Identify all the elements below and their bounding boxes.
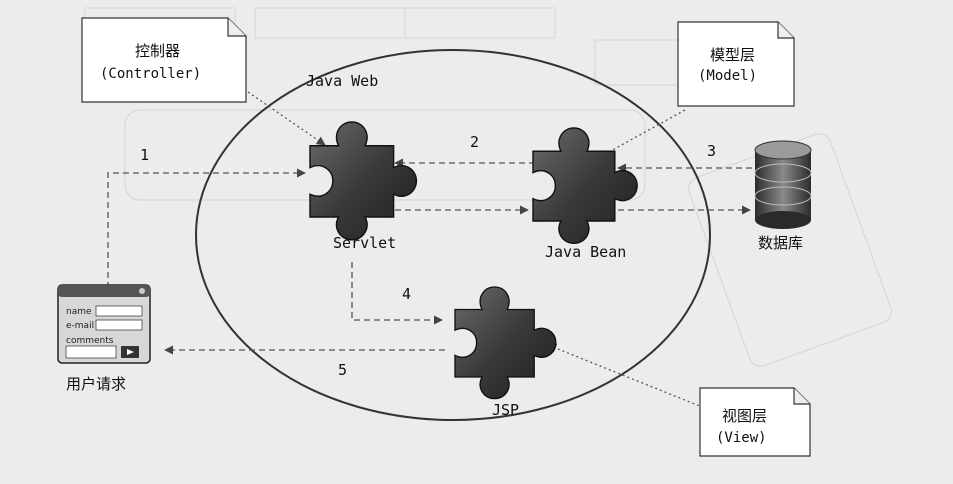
connectors xyxy=(107,91,752,416)
jsp-puzzle-icon xyxy=(454,286,557,400)
flow-4 xyxy=(351,262,443,325)
form-field-email: e-mail xyxy=(66,321,94,331)
javabean-puzzle-icon xyxy=(532,127,638,245)
controller-note-pointer xyxy=(247,91,326,146)
model-note-pointer xyxy=(597,109,686,159)
step-3-label: 3 xyxy=(707,142,716,160)
model-note-title: 模型层 xyxy=(710,46,755,64)
model-note: 模型层 (Model) xyxy=(677,21,795,107)
step-1-label: 1 xyxy=(140,146,149,164)
view-note-title: 视图层 xyxy=(722,407,767,425)
java-web-boundary xyxy=(195,49,711,421)
view-note-pointer xyxy=(547,343,723,416)
form-field-comments: comments xyxy=(66,336,114,346)
servlet-puzzle-icon xyxy=(309,121,418,241)
controller-note-title: 控制器 xyxy=(135,42,180,60)
flow-1 xyxy=(107,168,306,308)
database-icon xyxy=(754,140,812,229)
jsp-label: JSP xyxy=(492,401,519,419)
view-note-subtitle: (View) xyxy=(716,430,767,446)
user-request-label: 用户请求 xyxy=(66,375,126,393)
step-4-label: 4 xyxy=(402,285,411,303)
form-window-icon: name e-mail comments xyxy=(57,284,151,364)
model-note-subtitle: (Model) xyxy=(698,68,757,84)
javabean-label: Java Bean xyxy=(545,243,626,261)
view-note: 视图层 (View) xyxy=(699,387,811,457)
controller-note-subtitle: (Controller) xyxy=(100,66,201,82)
step-labels: 1 2 3 4 5 xyxy=(140,133,716,379)
step-5-label: 5 xyxy=(338,361,347,379)
java-web-label: Java Web xyxy=(306,72,378,90)
database-label: 数据库 xyxy=(758,234,803,252)
servlet-label: Servlet xyxy=(333,234,396,252)
step-2-label: 2 xyxy=(470,133,479,151)
controller-note: 控制器 (Controller) xyxy=(81,17,247,103)
form-field-name: name xyxy=(66,307,92,317)
